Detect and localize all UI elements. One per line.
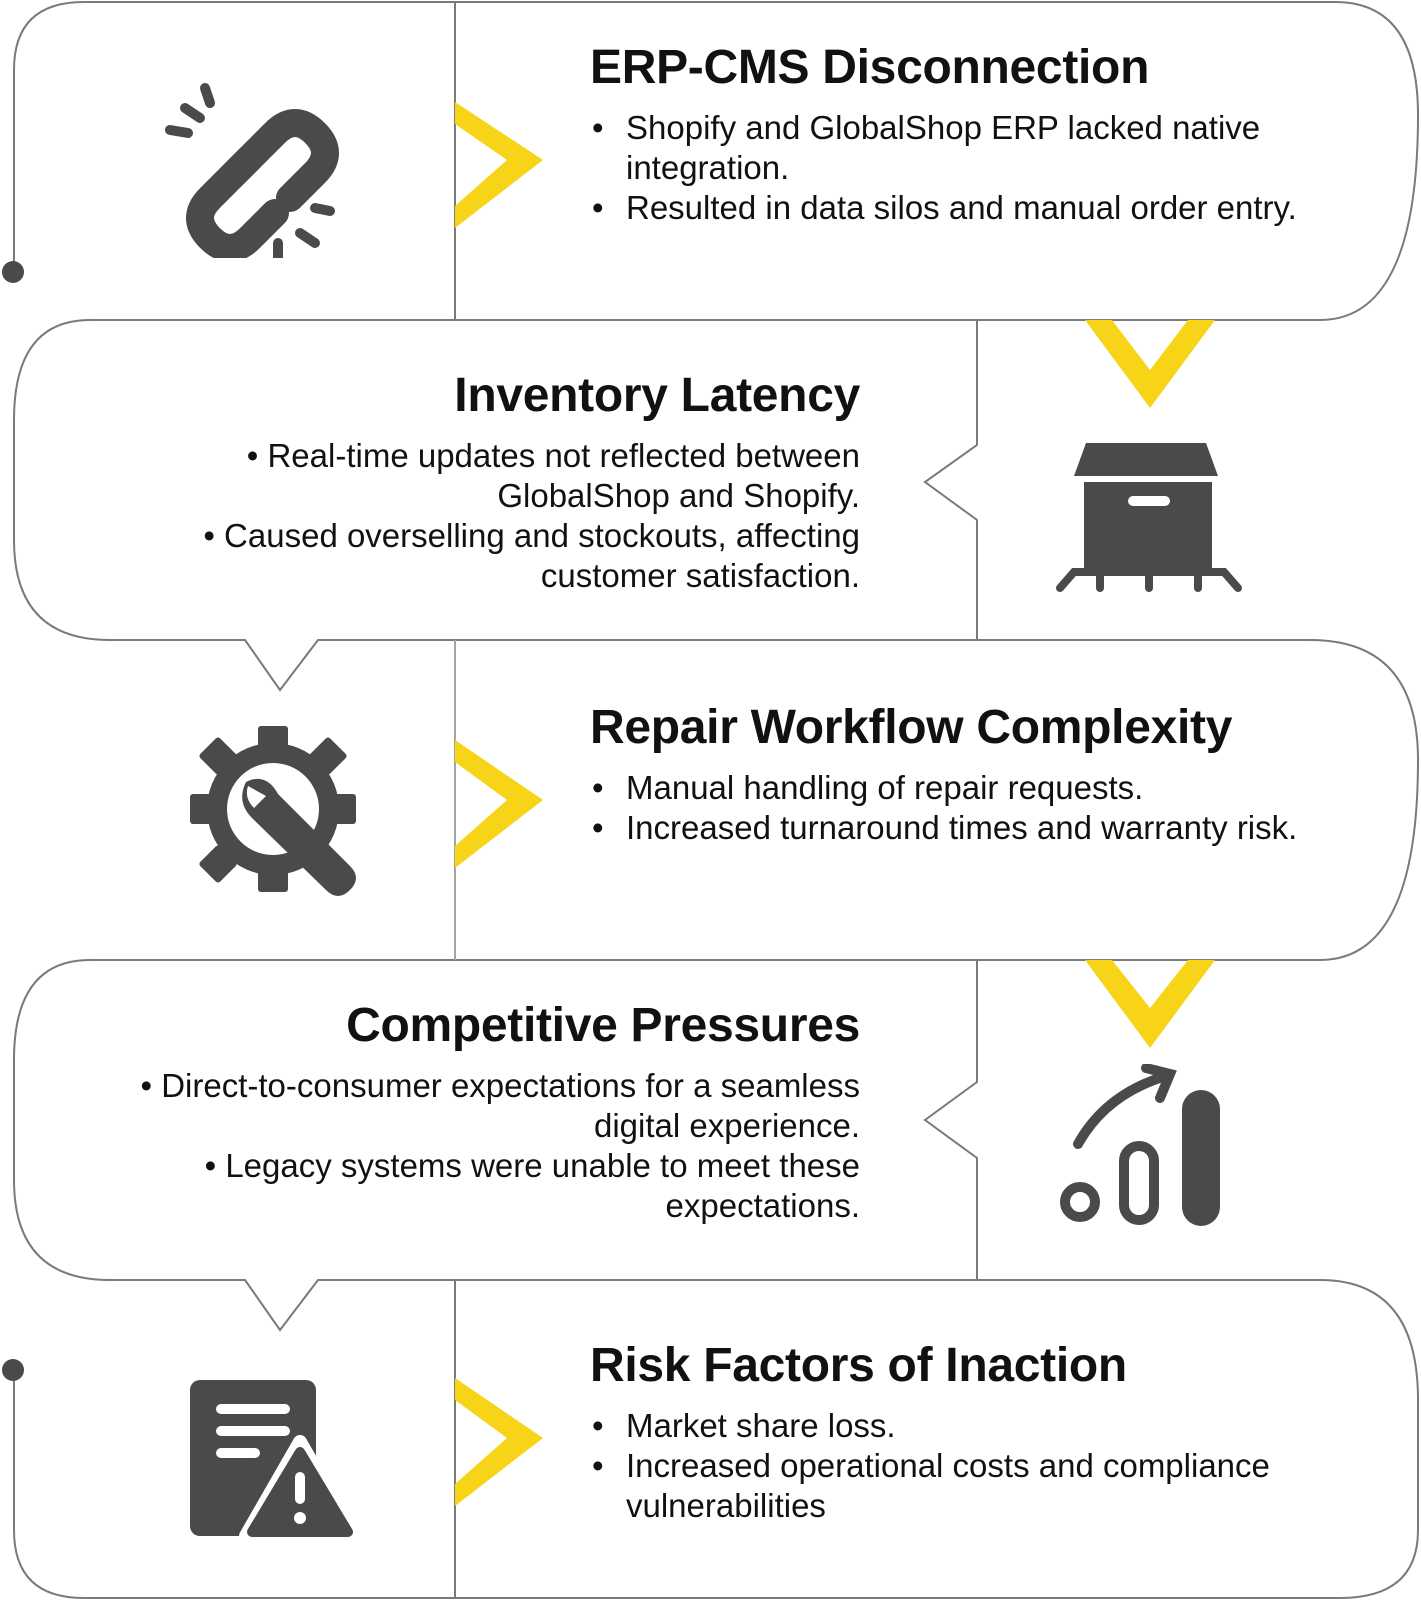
list-item: Direct-to-consumer expectations for a se…: [70, 1066, 860, 1146]
section-1-title: ERP-CMS Disconnection: [590, 41, 1150, 94]
section-4-bullets: Direct-to-consumer expectations for a se…: [70, 1066, 860, 1226]
section-2-text: Inventory Latency Real-time updates not …: [70, 368, 860, 596]
section-5-text: Risk Factors of Inaction Market share lo…: [590, 1338, 1370, 1526]
section-3-text: Repair Workflow Complexity Manual handli…: [590, 700, 1370, 848]
section-1-bullets: Shopify and GlobalShop ERP lacked native…: [590, 108, 1350, 228]
growth-chart-icon: [1056, 1063, 1226, 1239]
list-item: Increased turnaround times and warranty …: [590, 808, 1370, 848]
section-2-bullets: Real-time updates not reflected between …: [70, 436, 860, 596]
inventory-box-pallet-icon: [1056, 438, 1242, 603]
section-3-title: Repair Workflow Complexity: [590, 701, 1233, 754]
list-item: Shopify and GlobalShop ERP lacked native…: [590, 108, 1350, 188]
section-2-title: Inventory Latency: [454, 369, 860, 422]
broken-link-icon: [150, 78, 340, 263]
section-4-title: Competitive Pressures: [346, 999, 860, 1052]
list-item: Market share loss.: [590, 1406, 1370, 1446]
list-item: Real-time updates not reflected between …: [70, 436, 860, 516]
list-item: Resulted in data silos and manual order …: [590, 188, 1350, 228]
section-5-title: Risk Factors of Inaction: [590, 1339, 1127, 1392]
gear-wrench-icon: [186, 722, 366, 907]
list-item: Manual handling of repair requests.: [590, 768, 1370, 808]
section-4-text: Competitive Pressures Direct-to-consumer…: [70, 998, 860, 1226]
document-warning-icon: [190, 1380, 361, 1545]
list-item: Legacy systems were unable to meet these…: [70, 1146, 860, 1226]
section-3-bullets: Manual handling of repair requests. Incr…: [590, 768, 1370, 848]
section-1-text: ERP-CMS Disconnection Shopify and Global…: [590, 40, 1350, 228]
section-5-bullets: Market share loss. Increased operational…: [590, 1406, 1370, 1526]
list-item: Caused overselling and stockouts, affect…: [70, 516, 860, 596]
list-item: Increased operational costs and complian…: [590, 1446, 1370, 1526]
